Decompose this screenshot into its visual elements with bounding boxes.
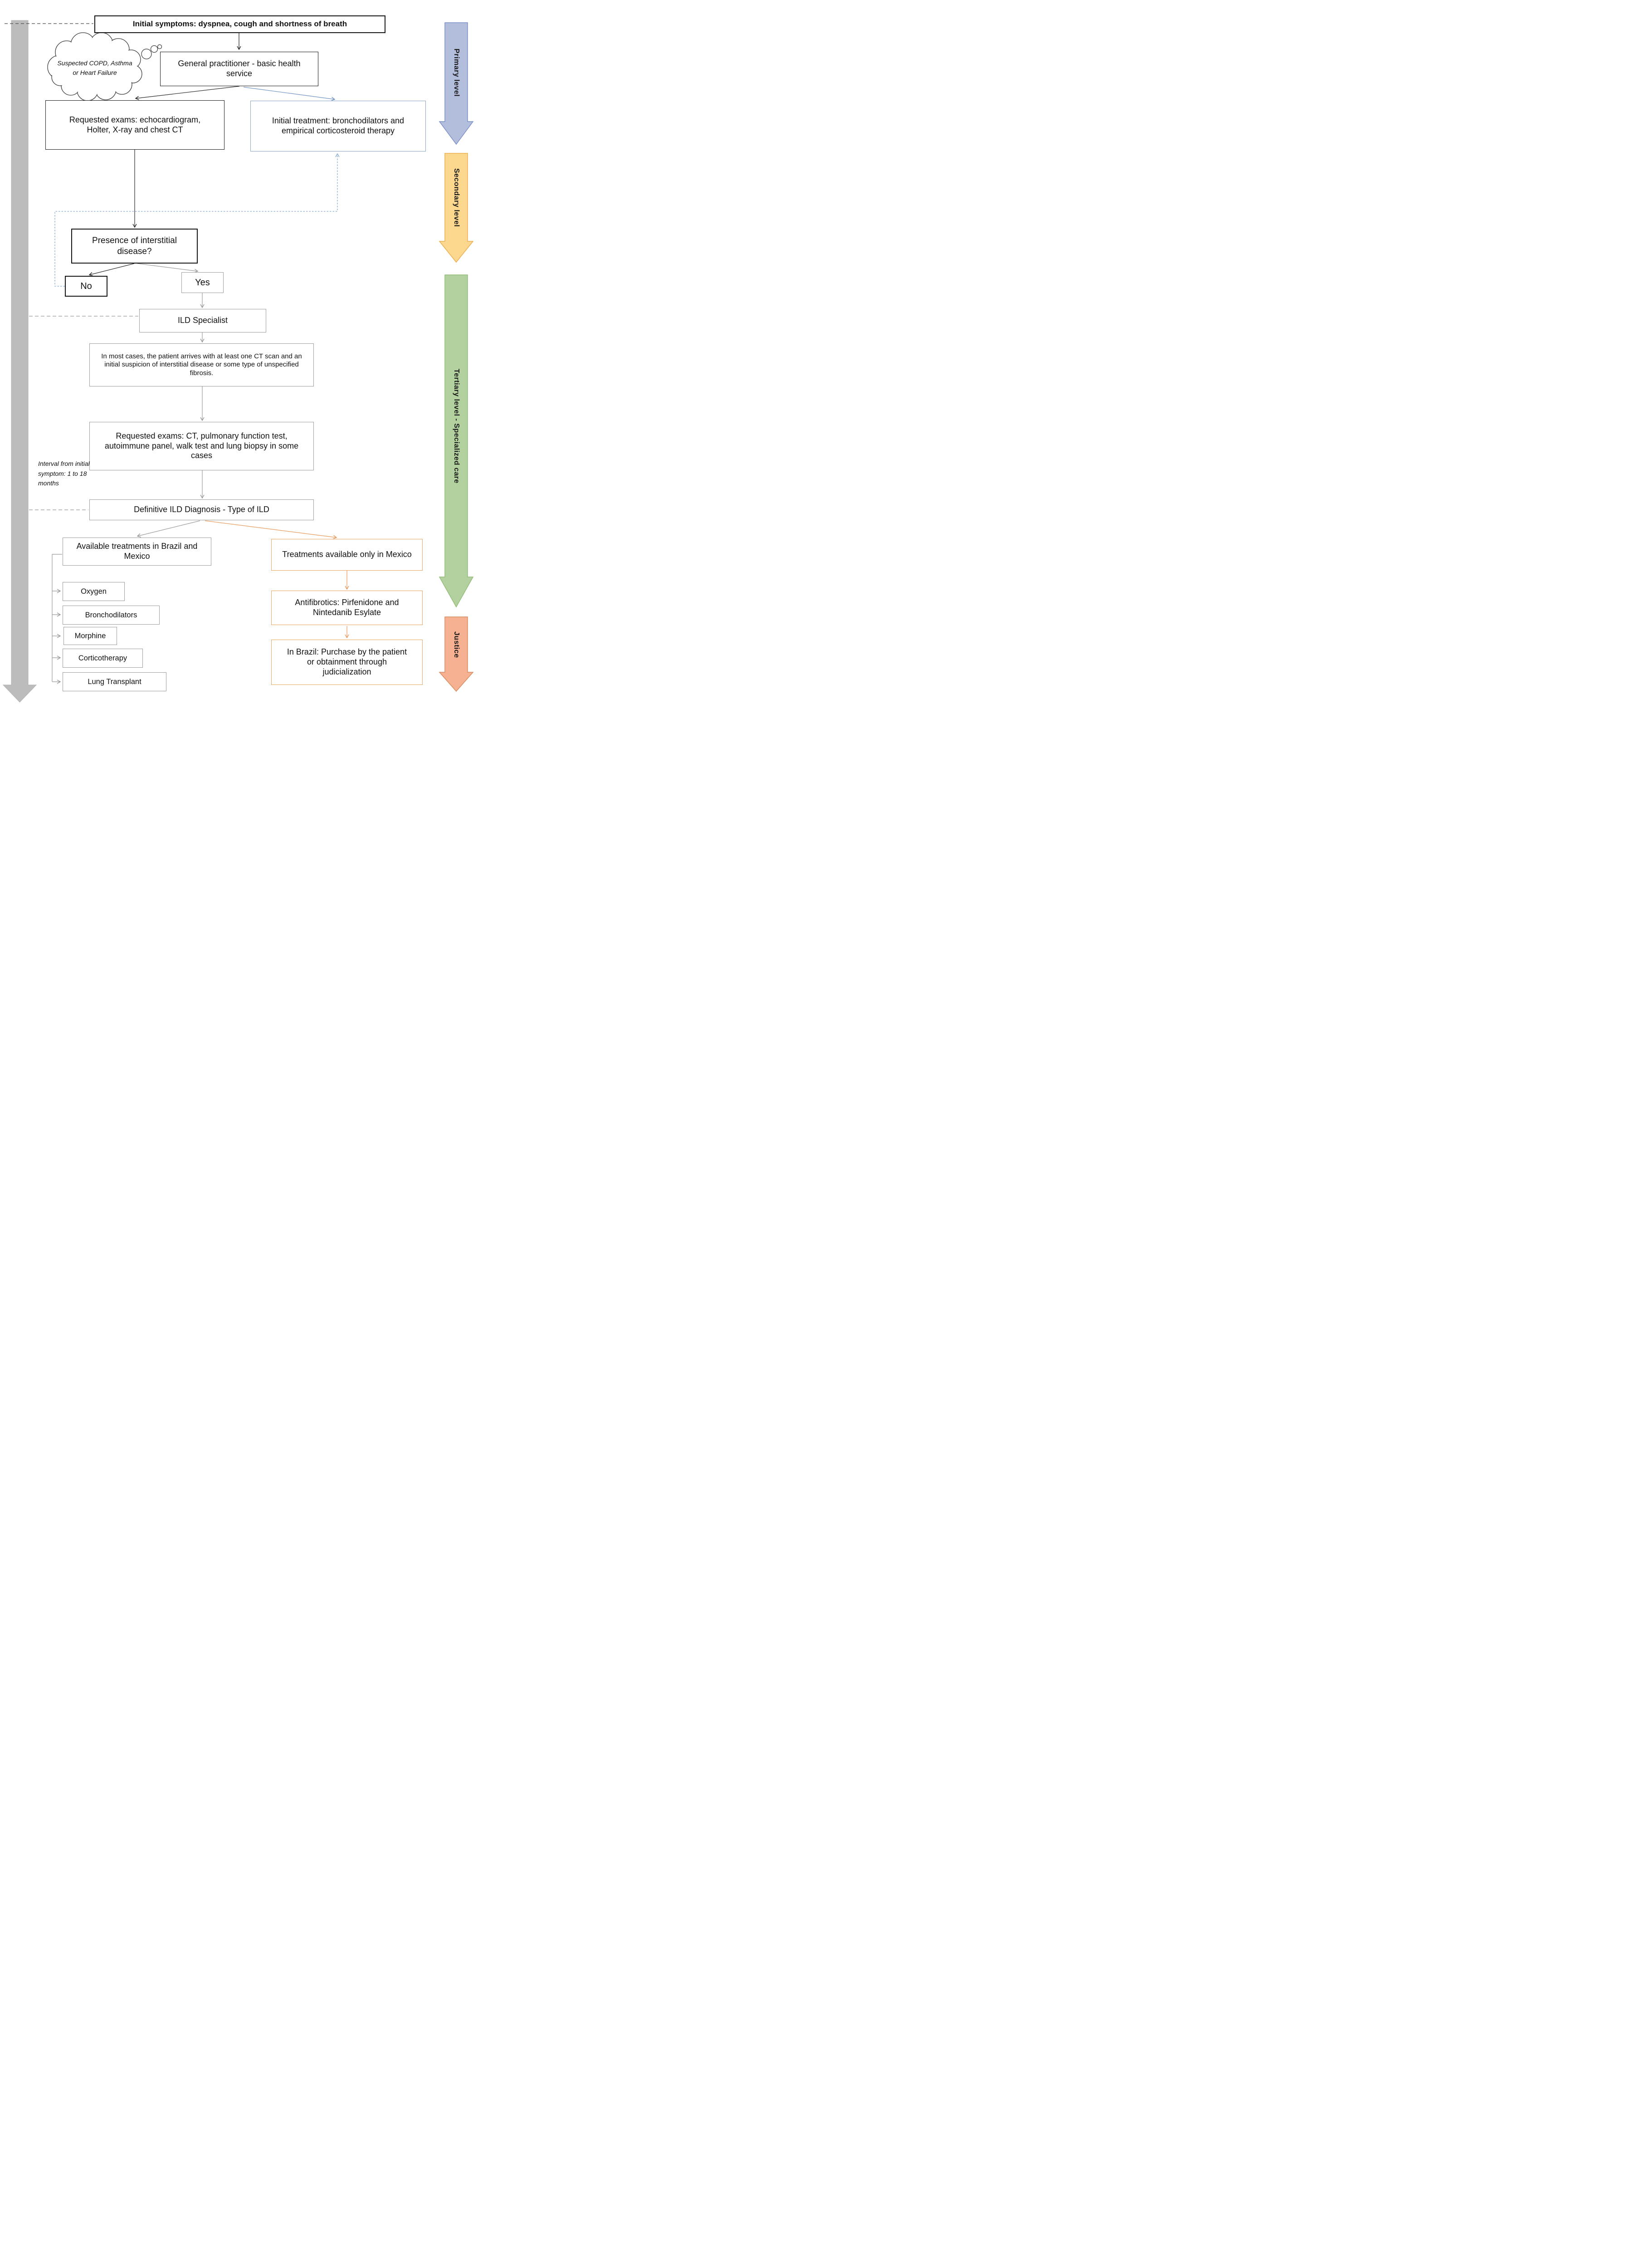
node-initial-treatment: Initial treatment: bronchodilators and e… [250,101,426,152]
node-ild-specialist: ILD Specialist [139,309,266,332]
level-label-tertiary: Tertiary level - Specialized care [453,368,460,484]
thought-cloud-tail [141,44,162,59]
connector-no-to-initial-treatment [54,153,340,287]
node-arrival-note: In most cases, the patient arrives with … [89,343,314,386]
node-general-practitioner: General practitioner - basic health serv… [160,52,318,86]
node-treatments-mexico-only: Treatments available only in Mexico [271,539,423,571]
level-label-justice: Justice [453,631,460,658]
node-treatments-brazil-mexico: Available treatments in Brazil and Mexic… [63,538,211,566]
node-decision-yes: Yes [181,272,224,293]
connector-definitive-to-brazil-mexico [137,520,200,538]
timeline-arrow [2,20,37,703]
level-arrow-justice [439,616,473,692]
treatment-list-bracket [52,554,62,684]
connector-presence-to-no [88,263,135,276]
connector-presence-to-yes [137,263,199,273]
node-initial-symptoms: Initial symptoms: dyspnea, cough and sho… [94,15,385,33]
ild-care-pathway-flowchart: Primary level Secondary level Tertiary l… [0,0,473,703]
note-interval: Interval from initial symptom: 1 to 18 m… [38,460,90,487]
level-arrow-tertiary [439,274,473,608]
node-decision-no: No [65,276,107,297]
node-treatment-lung-transplant: Lung Transplant [63,672,166,691]
node-definitive-diagnosis: Definitive ILD Diagnosis - Type of ILD [89,499,314,520]
node-requested-exams-primary: Requested exams: echocardiogram, Holter,… [45,100,224,150]
cloud-note: Suspected COPD, Asthma or Heart Failure [57,59,132,76]
node-treatment-bronchodilators: Bronchodilators [63,606,160,625]
node-treatment-corticotherapy: Corticotherapy [63,649,143,668]
node-treatment-morphine: Morphine [63,627,117,645]
node-requested-exams-specialist: Requested exams: CT, pulmonary function … [89,422,314,470]
level-arrow-primary [439,22,473,145]
node-in-brazil-access: In Brazil: Purchase by the patient or ob… [271,640,423,685]
node-treatment-oxygen: Oxygen [63,582,125,601]
thought-cloud-fill [48,33,141,100]
connector-gp-to-initial-treatment [243,87,336,101]
connector-gp-to-exams [135,86,240,100]
level-label-secondary: Secondary level [453,168,460,227]
node-presence-question: Presence of interstitial disease? [71,229,198,264]
connector-layer [2,20,473,703]
level-label-primary: Primary level [453,48,460,97]
level-arrow-secondary [439,153,473,263]
connector-definitive-to-mexico-only [205,520,337,539]
node-antifibrotics: Antifibrotics: Pirfenidone and Nintedani… [271,591,423,625]
